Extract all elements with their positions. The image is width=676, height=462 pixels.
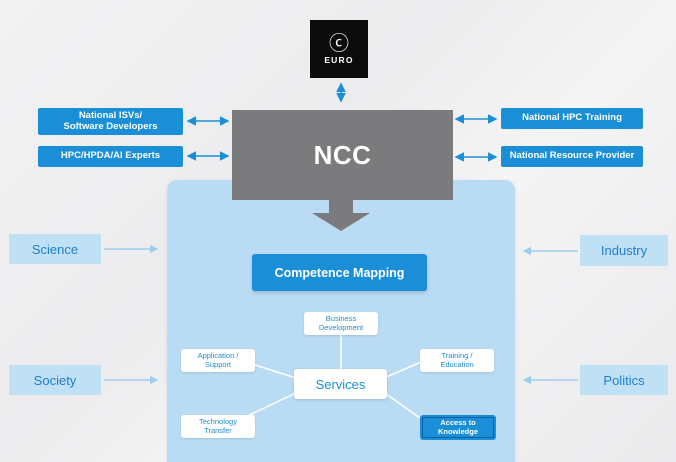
down-arrow-icon: [312, 199, 370, 231]
node-business-development: Business Development: [304, 312, 378, 335]
training-edu-label: Training / Education: [440, 350, 474, 369]
industry-label: Industry: [600, 243, 648, 258]
spoke-training: [383, 361, 422, 379]
isv-label: National ISVs/ Software Developers: [63, 109, 158, 132]
spoke-technology: [240, 391, 299, 420]
experts-label: HPC/HPDA/AI Experts: [60, 150, 161, 162]
euro-logo: ⓒ EURO: [310, 20, 368, 78]
application-label: Application / Support: [197, 350, 239, 369]
ncc-block: NCC: [232, 110, 453, 200]
box-hpc-training: National HPC Training: [501, 108, 643, 129]
services-label: Services: [315, 376, 366, 392]
competence-mapping-box: Competence Mapping: [252, 254, 427, 291]
society-label: Society: [33, 372, 77, 388]
ncc-label: NCC: [313, 139, 372, 170]
node-training-education: Training / Education: [420, 349, 494, 372]
politics-label: Politics: [603, 372, 645, 388]
services-hub: Services: [294, 369, 387, 399]
box-industry: Industry: [580, 235, 668, 266]
box-isv-developers: National ISVs/ Software Developers: [38, 108, 183, 135]
spoke-access: [384, 392, 425, 422]
resource-label: National Resource Provider: [509, 150, 635, 162]
box-politics: Politics: [580, 365, 668, 395]
box-resource-provider: National Resource Provider: [501, 146, 643, 167]
business-label: Business Development: [318, 313, 364, 332]
logo-glyph-icon: ⓒ: [329, 32, 349, 55]
box-society: Society: [9, 365, 101, 395]
node-access-knowledge: Access to Knowledge: [420, 415, 496, 440]
box-experts: HPC/HPDA/AI Experts: [38, 146, 183, 167]
box-science: Science: [9, 234, 101, 264]
node-technology-transfer: Technology Transfer: [181, 415, 255, 438]
access-label: Access to Knowledge: [437, 417, 478, 436]
node-application-support: Application / Support: [181, 349, 255, 372]
training-label: National HPC Training: [522, 112, 622, 124]
logo-text: EURO: [324, 54, 354, 65]
technology-label: Technology Transfer: [199, 416, 237, 435]
science-label: Science: [31, 241, 79, 257]
competence-label: Competence Mapping: [274, 265, 405, 280]
